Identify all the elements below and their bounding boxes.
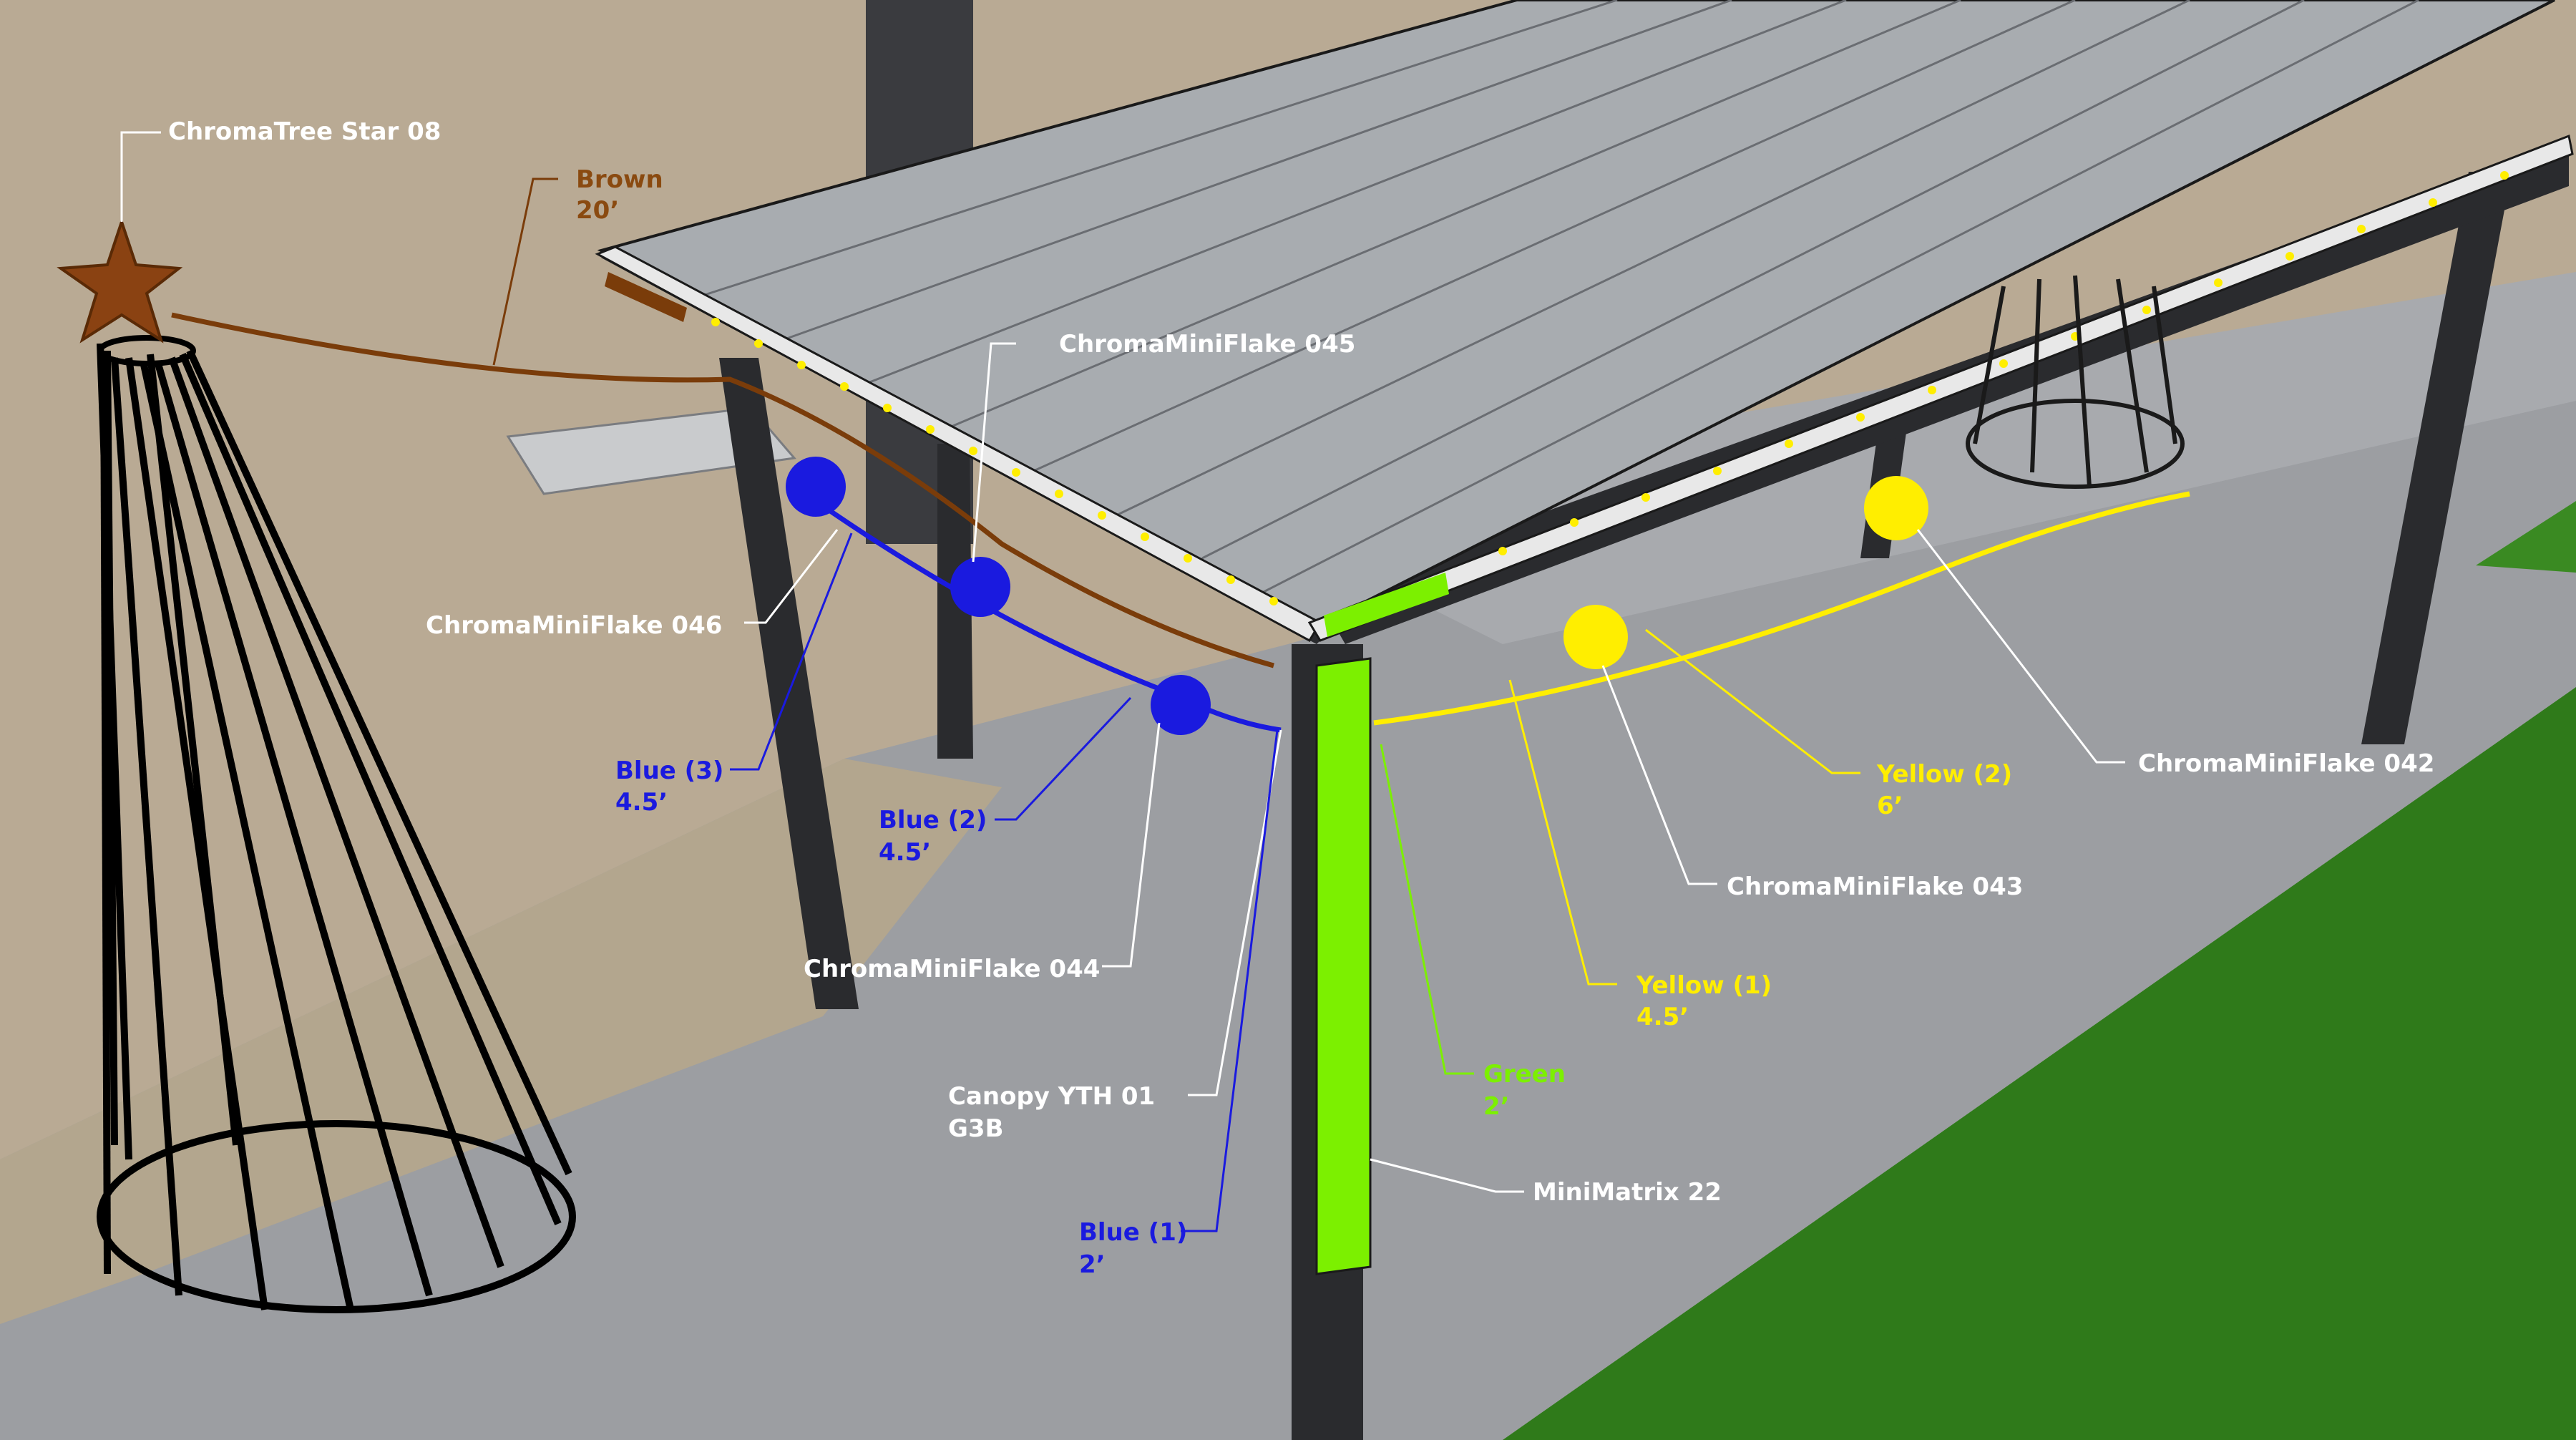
pergola-roof <box>595 0 2574 643</box>
leader-green <box>1380 744 1474 1075</box>
leader-blue2 <box>995 696 1132 821</box>
label-star: ChromaTree Star 08 <box>168 117 441 146</box>
label-yellow1-len: 4.5’ <box>1636 1003 1689 1031</box>
label-blue1-len: 2’ <box>1079 1250 1106 1279</box>
brown-string <box>171 312 1274 668</box>
back-left-post <box>719 358 859 1009</box>
leader-matrix <box>1370 1158 1524 1193</box>
minimatrix-panel <box>1315 657 1372 1275</box>
label-controller-line1: Canopy YTH 01 <box>948 1082 1155 1111</box>
label-blue1-name: Blue (1) <box>1079 1218 1187 1247</box>
label-flake-043: ChromaMiniFlake 043 <box>1727 872 2023 901</box>
label-flake-045: ChromaMiniFlake 045 <box>1059 330 1355 359</box>
label-green-name: Green <box>1483 1060 1566 1089</box>
label-yellow1-name: Yellow (1) <box>1636 971 1772 1000</box>
leader-controller <box>1188 729 1282 1096</box>
tree-base-ring <box>97 1120 576 1313</box>
leader-046 <box>744 529 839 624</box>
leader-042 <box>1916 529 2125 764</box>
label-flake-042: ChromaMiniFlake 042 <box>2138 749 2434 778</box>
yellow-string <box>1373 491 2190 726</box>
roof-ribs <box>686 0 2419 595</box>
label-brown-len: 20’ <box>576 196 619 225</box>
label-blue3-len: 4.5’ <box>615 788 668 817</box>
label-blue2-len: 4.5’ <box>879 838 931 867</box>
flake-042-icon <box>1864 476 1928 540</box>
leader-lines <box>120 131 2125 1232</box>
fascia-pixels <box>711 171 2509 605</box>
side-shelf <box>506 407 796 495</box>
flake-043-icon <box>1563 605 1628 669</box>
label-yellow2-len: 6’ <box>1877 792 1903 820</box>
leader-045 <box>972 342 1016 563</box>
label-blue2-name: Blue (2) <box>879 806 987 835</box>
flake-046-icon <box>786 457 846 517</box>
label-blue3-name: Blue (3) <box>615 757 723 785</box>
right-post <box>2361 172 2512 744</box>
green-fascia-segment <box>1324 573 1449 637</box>
chromatree <box>97 335 576 1313</box>
leader-043 <box>1601 665 1717 885</box>
leader-yellow1 <box>1508 679 1617 986</box>
leader-star <box>120 131 161 222</box>
flake-045-icon <box>950 557 1010 617</box>
front-led-fascia <box>1307 134 2574 642</box>
leader-blue1 <box>1181 729 1279 1232</box>
label-controller-line2: G3B <box>948 1114 1003 1143</box>
leader-044 <box>1102 722 1161 968</box>
grass-far <box>2476 501 2576 573</box>
label-green-len: 2’ <box>1483 1092 1510 1121</box>
mini-flakes <box>786 457 1928 735</box>
far-cone-tree <box>1966 275 2185 489</box>
label-flake-044: ChromaMiniFlake 044 <box>804 955 1100 983</box>
brown-fascia-segment <box>605 272 687 322</box>
light-strings <box>171 312 2190 733</box>
label-yellow2-name: Yellow (2) <box>1876 760 2012 789</box>
leader-blue3 <box>730 532 853 771</box>
chromatree-star-icon <box>57 217 183 344</box>
tan-border <box>0 759 1002 1324</box>
callout-labels: ChromaTree Star 08 Brown 20’ ChromaMiniF… <box>168 117 2434 1279</box>
leader-yellow2 <box>1645 628 1860 774</box>
leader-brown <box>492 177 558 366</box>
label-matrix: MiniMatrix 22 <box>1533 1178 1722 1207</box>
flake-044-icon <box>1151 675 1211 735</box>
label-brown-name: Brown <box>576 165 663 194</box>
label-flake-046: ChromaMiniFlake 046 <box>426 611 722 640</box>
grass-lawn <box>1503 687 2576 1440</box>
blue-string <box>814 499 1282 733</box>
